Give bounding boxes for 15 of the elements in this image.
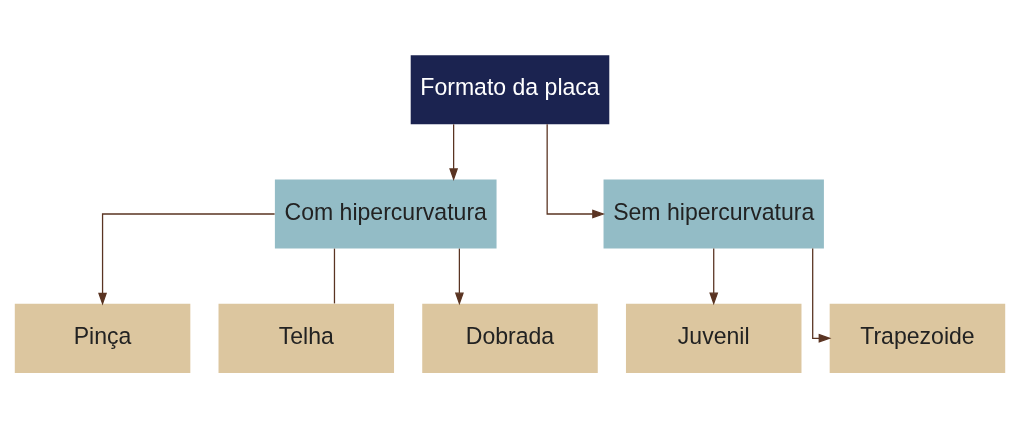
node-box: Pinça (14, 303, 190, 373)
arrow (454, 247, 464, 305)
node-box: Sem hipercurvatura (603, 178, 824, 249)
arrow (546, 123, 605, 218)
connector (333, 247, 335, 304)
node-box: Telha (218, 303, 394, 373)
node-box: Formato da placa (410, 54, 609, 124)
node-box: Trapezoide (829, 303, 1005, 373)
node-box: Com hipercurvatura (274, 178, 497, 249)
node-box: Dobrada (421, 303, 598, 373)
arrow (708, 247, 718, 305)
node-box: Juvenil (625, 303, 801, 373)
arrow (448, 123, 458, 181)
arrow (811, 247, 831, 343)
arrow (97, 212, 275, 306)
